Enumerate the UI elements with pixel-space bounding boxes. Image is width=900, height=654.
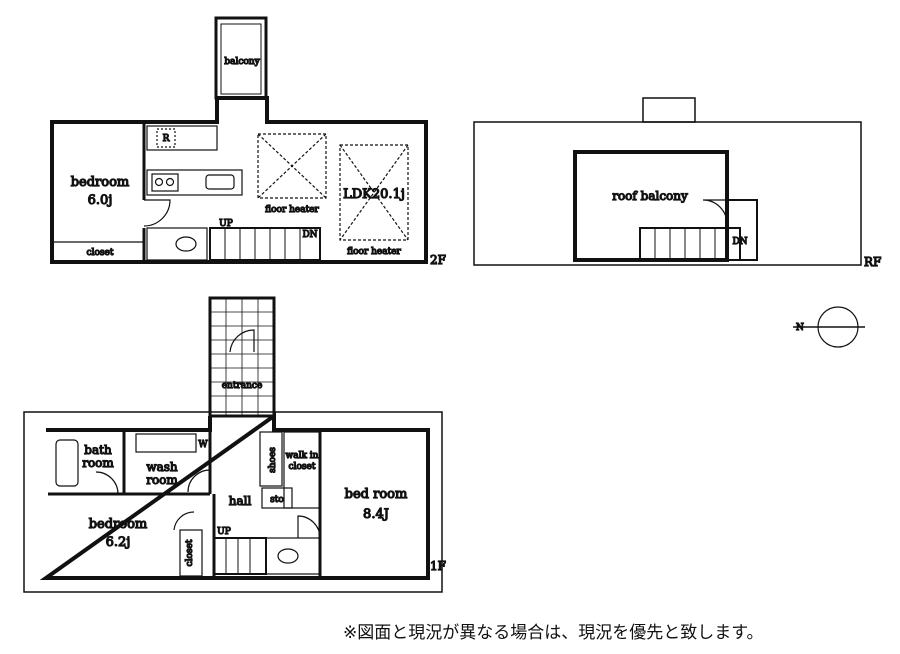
1f-bedroom2-name: bed room — [345, 487, 408, 502]
1f-walk-in-label: walk in — [286, 451, 319, 461]
2f-closet-label: closet — [87, 248, 114, 258]
2f-ldk-label: LDK20.1j — [343, 187, 405, 202]
1f-wash-door — [187, 469, 211, 493]
2f-r-mark: R — [163, 134, 170, 144]
1f-outer-wall — [39, 412, 430, 580]
1f-bedroom-door — [297, 515, 321, 539]
1f-entrance-door — [229, 329, 255, 353]
2f-burner-2 — [165, 177, 175, 187]
1f-toilet-room — [265, 537, 321, 575]
floor-rf-plan — [473, 97, 862, 266]
2f-bedroom-name: bedroom — [71, 175, 130, 190]
rf-floor-label: RF — [864, 255, 881, 269]
1f-site-boundary — [23, 411, 443, 593]
1f-bathtub — [55, 439, 79, 487]
2f-heater-1-diag-b — [257, 133, 327, 199]
rf-roof-balcony-label: roof balcony — [612, 189, 688, 203]
2f-burner-1 — [154, 177, 164, 187]
rf-dn-label: DN — [732, 237, 747, 247]
2f-balcony-outline — [214, 16, 268, 100]
2f-stair-treads — [224, 228, 301, 260]
2f-fridge-box — [156, 128, 176, 148]
2f-stove — [151, 173, 179, 192]
2f-sink — [205, 174, 235, 190]
2f-up-label: UP — [219, 219, 233, 229]
disclaimer-note: ※図面と現況が異なる場合は、現況を優先と致します。 — [343, 623, 764, 643]
2f-floor-heater-1-label: floor heater — [265, 205, 319, 215]
2f-dn-label: DN — [302, 230, 317, 240]
rf-roof-hatch — [642, 97, 696, 123]
2f-bedroom-door — [143, 199, 171, 227]
rf-roof-balcony-outline — [573, 150, 729, 262]
2f-floor-heater-2 — [339, 144, 409, 241]
1f-hall-label: hall — [229, 494, 252, 508]
1f-up-label: UP — [217, 527, 231, 537]
1f-shoes-closet — [259, 431, 283, 487]
2f-floor-heater-2-label: floor heater — [347, 247, 401, 257]
1f-stair-treads — [225, 538, 251, 574]
compass-north: N — [796, 323, 804, 333]
1f-walk-in-label-2: closet — [289, 462, 316, 472]
2f-balcony-label: balcony — [224, 57, 260, 67]
1f-closet-small — [179, 529, 203, 577]
rf-stair-box — [726, 199, 758, 261]
1f-stairs — [213, 537, 267, 575]
2f-kitchen-counter-top — [146, 125, 218, 151]
1f-closet-label: closet — [185, 539, 195, 566]
1f-floor-label: 1F — [430, 559, 446, 573]
1f-bedroom2-size: 8.4J — [363, 507, 389, 522]
rf-stair-treads — [654, 228, 716, 260]
compass — [793, 306, 865, 348]
1f-wash-label-2: room — [146, 473, 178, 487]
1f-storage — [261, 487, 293, 509]
1f-bedroom2-door — [173, 511, 195, 531]
2f-toilet-room — [146, 227, 208, 261]
1f-sto-label: sto — [270, 495, 284, 505]
2f-floor-heater-1 — [257, 133, 327, 199]
2f-floor-label: 2F — [430, 253, 446, 267]
1f-entrance-label: entrance — [222, 381, 263, 391]
1f-toilet — [277, 548, 299, 564]
1f-wash-label: wash — [146, 460, 178, 474]
1f-bath-door — [95, 471, 119, 495]
2f-balcony-inner — [220, 23, 262, 95]
1f-bedroom-name: bedroom — [89, 517, 148, 532]
1f-bedroom-size: 6.2j — [106, 535, 131, 550]
rf-stairs — [639, 227, 741, 261]
2f-stairs — [209, 227, 321, 261]
2f-outer-wall — [50, 96, 428, 264]
rf-door — [702, 199, 728, 225]
1f-walk-in-closet — [283, 431, 321, 509]
2f-bedroom-size: 6.0j — [88, 193, 113, 208]
1f-w-mark: W — [198, 440, 208, 450]
2f-heater-2-diag-b — [339, 144, 409, 241]
2f-kitchen-counter — [146, 169, 243, 196]
1f-shoes-label: shoes — [268, 447, 278, 473]
1f-entrance-tiles — [210, 298, 274, 416]
floor-1f-plan — [23, 296, 443, 593]
1f-bath-label: bath — [84, 443, 112, 457]
floor-2f-plan — [50, 16, 428, 264]
2f-toilet — [175, 236, 197, 252]
1f-bath-label-2: room — [82, 456, 114, 470]
1f-vanity — [135, 433, 197, 453]
2f-heater-2-diag-a — [339, 144, 409, 241]
